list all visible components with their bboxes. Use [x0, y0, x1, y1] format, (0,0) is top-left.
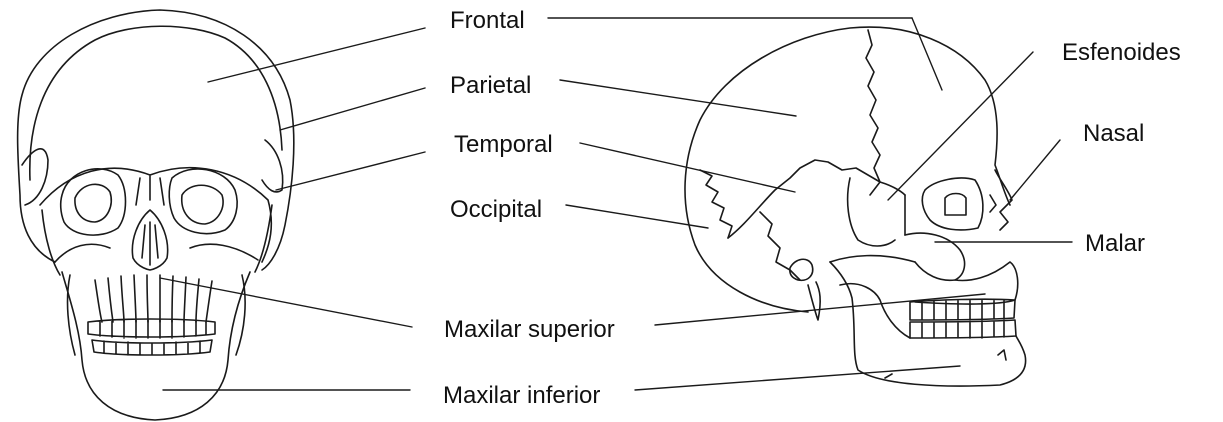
front-orbit-right-inner: [180, 184, 224, 225]
leader-maxsup-front: [159, 277, 413, 328]
front-zygomatic: [41, 204, 273, 276]
side-ear-canal: [789, 258, 814, 282]
label-nasal: Nasal: [1083, 120, 1145, 147]
label-temporal: Temporal: [454, 131, 553, 158]
side-cranium-outline: [684, 26, 1011, 313]
front-temporal-right: [261, 139, 284, 193]
label-occipital: Occipital: [450, 196, 543, 223]
leader-temporal-side: [579, 142, 796, 193]
front-maxilla: [54, 243, 259, 263]
side-upper-teeth: [909, 298, 1016, 321]
front-mandible-ramus: [66, 274, 246, 356]
front-brow-ridge: [39, 166, 273, 263]
front-maxilla-roots: [94, 274, 213, 323]
label-malar: Malar: [1085, 230, 1146, 257]
front-nasal-septum: [141, 221, 159, 266]
side-temporal-suture: [727, 159, 906, 239]
front-mandible: [61, 271, 251, 421]
skull-side-view: [684, 26, 1027, 387]
front-cranium-outline: [16, 9, 295, 271]
side-orbit: [921, 177, 984, 231]
side-zygomatic: [904, 232, 966, 282]
leader-esfenoides: [887, 51, 1034, 201]
side-sphenoid-suture: [846, 177, 906, 247]
front-nasal-bones: [135, 175, 165, 206]
side-orbit-inner: [944, 192, 967, 216]
leader-frontal-side-2: [911, 17, 943, 91]
leader-maxsup-side: [654, 293, 986, 326]
leader-nasal: [1009, 139, 1061, 201]
leader-lines: [159, 17, 1073, 391]
side-mastoid: [807, 281, 821, 321]
leader-parietal-side: [559, 79, 797, 117]
side-lower-teeth: [909, 319, 1017, 339]
skull-front-view: [16, 9, 295, 421]
front-upper-teeth: [87, 318, 216, 339]
front-orbit-left-inner: [74, 183, 112, 223]
label-maxilar-superior: Maxilar superior: [444, 316, 615, 343]
side-maxilla: [914, 261, 1019, 305]
leader-occipital-side: [565, 204, 709, 229]
side-coronal-suture: [865, 29, 881, 196]
side-mandible-detail: [884, 349, 1007, 379]
front-orbit-right: [168, 168, 238, 235]
front-nasal-aperture: [131, 209, 169, 271]
label-parietal: Parietal: [450, 72, 532, 99]
label-esfenoides: Esfenoides: [1062, 39, 1181, 66]
leader-frontal-front: [207, 27, 426, 83]
side-mandible-ramus: [839, 282, 911, 339]
side-parietal-occipital-suture: [759, 211, 801, 281]
front-temporal-left: [21, 148, 49, 206]
label-maxilar-inferior: Maxilar inferior: [443, 382, 601, 409]
side-nasal-bone: [989, 169, 1013, 231]
front-lower-teeth: [91, 339, 213, 356]
leader-parietal-front: [279, 87, 426, 131]
front-cranium-inner: [28, 25, 283, 181]
side-zygomatic-arch: [829, 254, 916, 263]
label-frontal: Frontal: [450, 7, 525, 34]
front-orbit-left: [59, 168, 127, 236]
leader-maxinf-side: [634, 365, 961, 391]
side-mandible: [829, 261, 1027, 387]
side-lambdoid-suture: [699, 169, 733, 239]
leader-temporal-front: [275, 151, 426, 191]
